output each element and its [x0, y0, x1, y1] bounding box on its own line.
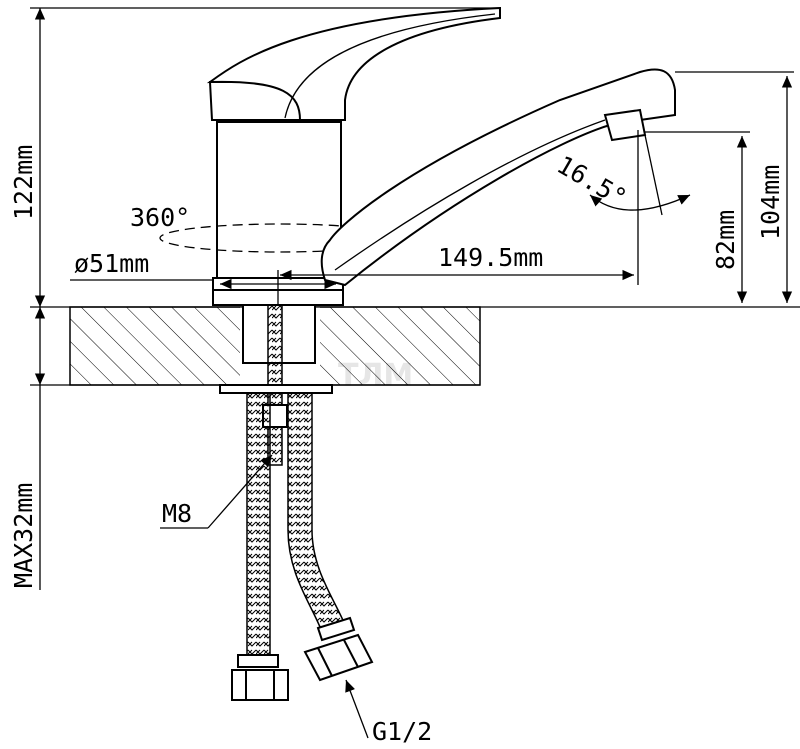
label-aerator-angle: 16.5° — [552, 150, 632, 213]
callout-stud-thread: M8 — [160, 454, 273, 529]
label-stud-thread: M8 — [162, 499, 192, 528]
label-base-diameter: ø51mm — [74, 249, 149, 278]
label-spout-height: 82mm — [711, 210, 740, 270]
faucet-body — [159, 6, 676, 306]
label-rotation: 360° — [130, 203, 190, 232]
dim-spout-height: 82mm — [645, 131, 750, 303]
dim-base-diameter: ø51mm — [70, 249, 336, 305]
label-max-thickness: MAX32mm — [9, 483, 38, 588]
label-height-total: 122mm — [9, 145, 38, 220]
label-hose-thread: G1/2 — [372, 717, 432, 746]
callout-hose-thread: G1/2 — [345, 679, 432, 746]
dim-max-thickness: MAX32mm — [9, 307, 46, 590]
dim-aerator-angle: 16.5° — [552, 134, 691, 216]
dim-spout-reach: 149.5mm — [280, 130, 639, 285]
mounting-assembly — [219, 304, 374, 701]
dim-spout-top-height: 104mm — [675, 71, 794, 303]
label-spout-top-height: 104mm — [756, 165, 785, 240]
countertop-section — [30, 306, 800, 386]
label-spout-reach: 149.5mm — [438, 243, 543, 272]
dim-height-total: 122mm — [9, 7, 500, 307]
